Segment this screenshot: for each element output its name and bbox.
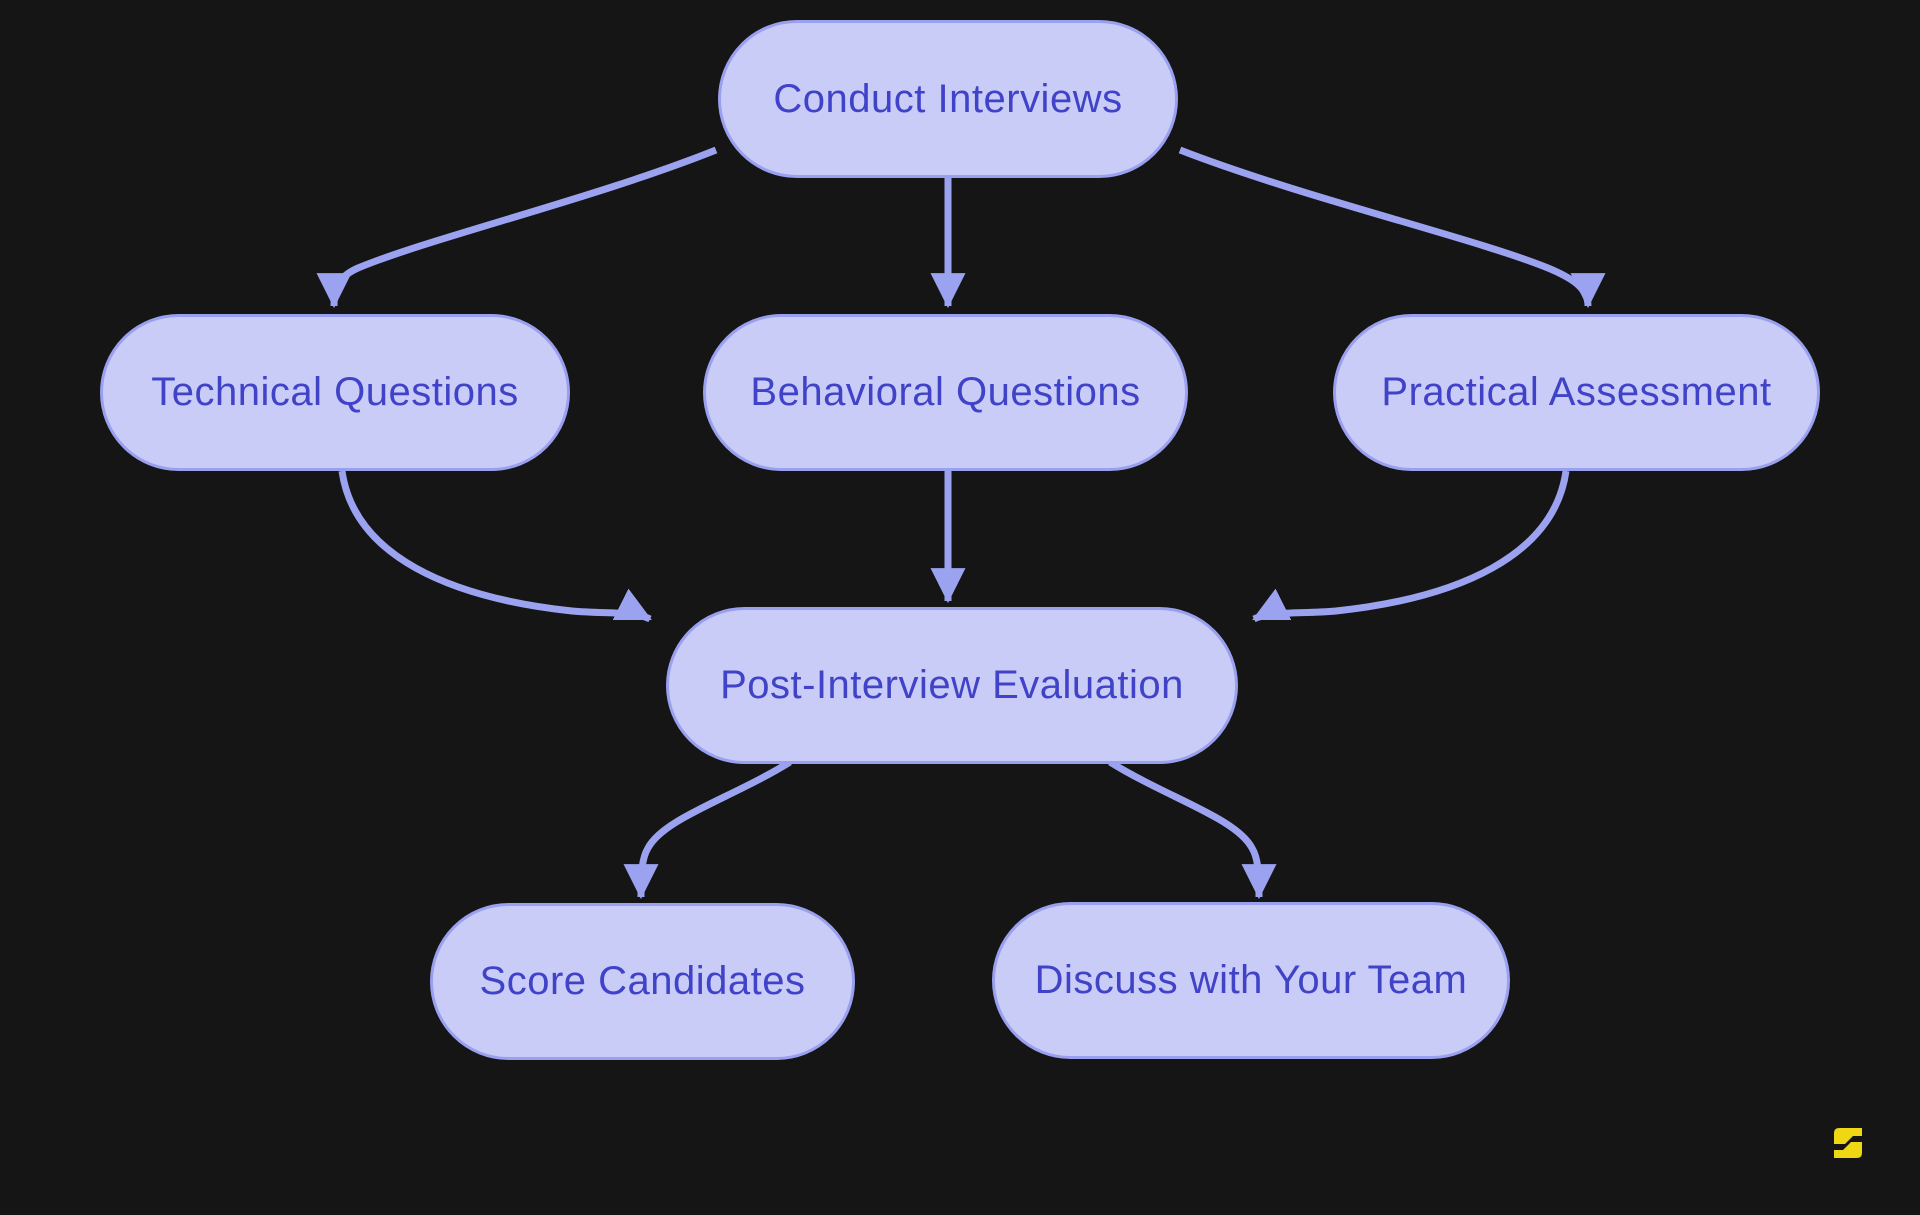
node-score-candidates: Score Candidates: [430, 903, 855, 1060]
s-logo-top-stroke: [1834, 1128, 1862, 1144]
edge-conduct-interviews-to-practical-assessment: [1178, 146, 1606, 309]
node-label-conduct-interviews: Conduct Interviews: [773, 76, 1123, 121]
edge-post-interview-evaluation-to-discuss-with-your-team: [1108, 759, 1277, 900]
node-label-behavioral-questions: Behavioral Questions: [750, 370, 1141, 414]
node-behavioral-questions: Behavioral Questions: [703, 314, 1188, 471]
edge-practical-assessment-to-post-interview-evaluation: [1252, 470, 1570, 623]
edge-technical-questions-to-post-interview-evaluation: [338, 470, 652, 623]
node-technical-questions: Technical Questions: [100, 314, 570, 471]
brand-s-logo-icon: [1834, 1128, 1862, 1158]
node-label-score-candidates: Score Candidates: [479, 959, 806, 1003]
node-post-interview-evaluation: Post-Interview Evaluation: [666, 607, 1238, 764]
node-discuss-with-your-team: Discuss with Your Team: [992, 902, 1510, 1059]
edge-conduct-interviews-to-technical-questions: [316, 146, 718, 309]
node-conduct-interviews: Conduct Interviews: [718, 20, 1178, 178]
node-label-discuss-with-your-team: Discuss with Your Team: [1034, 958, 1468, 1002]
s-logo-bottom-stroke: [1834, 1142, 1862, 1158]
node-label-practical-assessment: Practical Assessment: [1381, 370, 1772, 414]
node-practical-assessment: Practical Assessment: [1333, 314, 1820, 471]
node-label-technical-questions: Technical Questions: [151, 370, 519, 414]
edge-post-interview-evaluation-to-score-candidates: [623, 759, 792, 900]
node-label-post-interview-evaluation: Post-Interview Evaluation: [720, 663, 1184, 707]
